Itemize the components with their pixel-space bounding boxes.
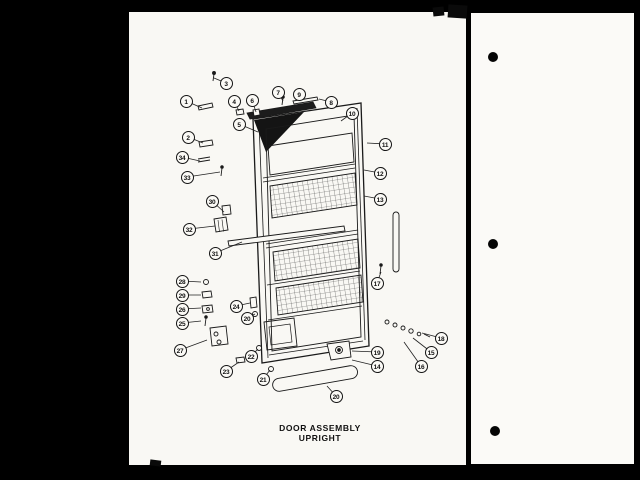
figure-title-line1: DOOR ASSEMBLY xyxy=(279,423,361,433)
figure-title: DOOR ASSEMBLY UPRIGHT xyxy=(160,423,480,443)
binder-margin xyxy=(471,13,634,464)
figure-title-line2: UPRIGHT xyxy=(298,433,342,443)
punch-hole-dot xyxy=(490,426,500,436)
scan-artifact-mark xyxy=(149,459,162,467)
punch-hole-dot xyxy=(488,52,498,62)
manual-page xyxy=(129,12,466,465)
scan-artifact-mark xyxy=(447,4,468,19)
scan-artifact-mark xyxy=(432,6,445,17)
punch-hole-dot xyxy=(488,239,498,249)
